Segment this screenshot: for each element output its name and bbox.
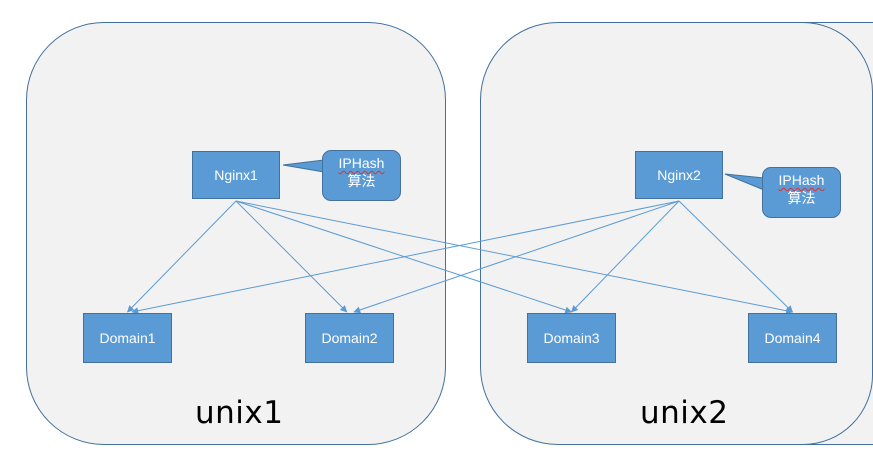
edge-nginx2-domain3: [571, 200, 680, 313]
group-unix2-edge: [800, 22, 873, 445]
callout-tail-nginx2: [724, 173, 765, 191]
node-domain3: Domain3: [527, 313, 616, 363]
group-unix1: [26, 22, 446, 445]
callout-nginx1-line2: 算法: [347, 173, 376, 189]
node-nginx1: Nginx1: [192, 151, 280, 199]
node-domain1: Domain1: [83, 313, 172, 363]
edge-nginx2-domain4: [678, 200, 794, 313]
edge-nginx1-domain2: [235, 200, 348, 313]
edge-nginx2-domain1: [131, 200, 680, 315]
edge-nginx1-domain1: [127, 200, 237, 313]
group-label-unix1: unix1: [195, 395, 284, 431]
edge-nginx2-domain2: [353, 200, 680, 314]
callout-tail-nginx1: [282, 159, 325, 173]
callout-nginx2-line1: IPHash: [778, 172, 825, 188]
edge-nginx1-domain4: [235, 200, 794, 315]
node-domain2: Domain2: [305, 313, 394, 363]
node-domain4: Domain4: [748, 313, 837, 363]
callout-nginx2-line2: 算法: [787, 190, 816, 206]
callout-nginx2: IPHash 算法: [762, 167, 841, 218]
callout-nginx1: IPHash 算法: [322, 150, 401, 201]
callout-nginx1-line1: IPHash: [338, 155, 385, 171]
group-label-unix2: unix2: [640, 395, 729, 431]
node-nginx2: Nginx2: [635, 151, 723, 199]
